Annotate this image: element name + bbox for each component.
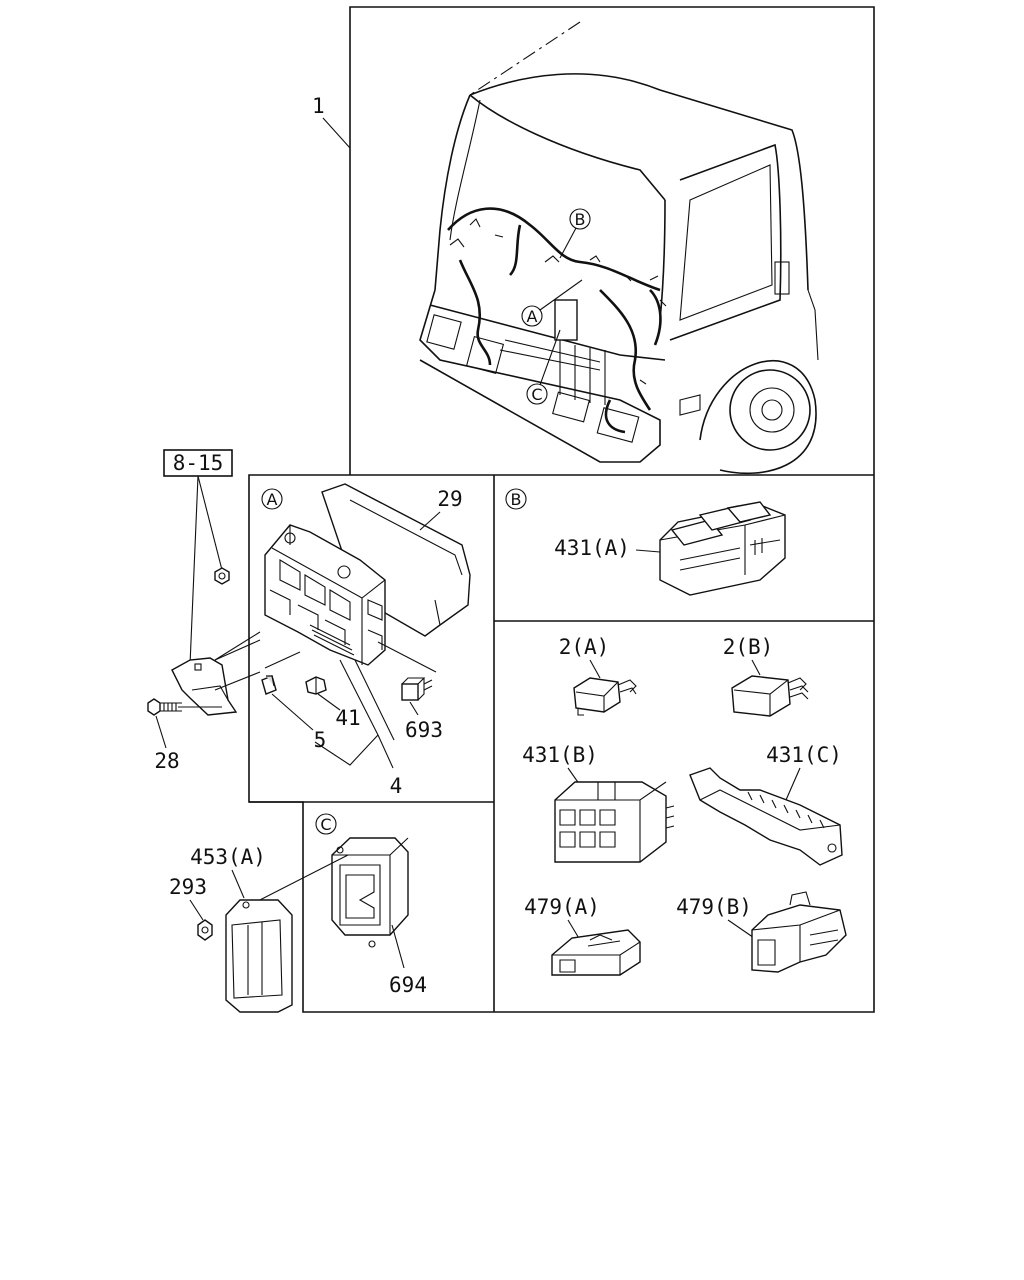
connector-431b xyxy=(554,781,675,863)
label-453a: 453(A) xyxy=(190,845,266,869)
truck-cab-illustration xyxy=(419,21,819,475)
label-693: 693 xyxy=(405,718,443,742)
label-5: 5 xyxy=(314,728,327,752)
connector-479a xyxy=(551,929,641,976)
label-2a: 2(A) xyxy=(559,635,610,659)
module-453a: 453(A) xyxy=(190,845,293,1013)
callout-8-15: 8-15 xyxy=(163,449,233,666)
callout-1: 1 xyxy=(312,94,351,149)
svg-text:A: A xyxy=(527,307,538,326)
panel-b: B 431(A) xyxy=(505,488,786,596)
panel-frames xyxy=(248,6,875,1013)
label-694: 694 xyxy=(389,973,427,997)
label-8-15: 8-15 xyxy=(173,451,224,475)
svg-text:C: C xyxy=(320,815,331,834)
svg-text:A: A xyxy=(267,490,278,509)
label-41: 41 xyxy=(335,706,360,730)
bracket-part xyxy=(171,639,261,716)
panel-a: A 29 41 xyxy=(214,483,471,798)
view-marker-b-truck: B xyxy=(569,208,591,230)
connector-431c xyxy=(689,767,843,866)
bolt-part xyxy=(147,698,222,716)
svg-text:C: C xyxy=(531,385,542,404)
connector-479b xyxy=(751,891,847,973)
view-marker-a-truck: A xyxy=(521,305,543,327)
label-431b: 431(B) xyxy=(522,743,598,767)
label-479b: 479(B) xyxy=(676,895,752,919)
label-431c: 431(C) xyxy=(766,743,842,767)
label-28: 28 xyxy=(154,749,179,773)
label-4: 4 xyxy=(390,774,403,798)
svg-text:B: B xyxy=(511,490,522,509)
relay-2b xyxy=(731,675,809,717)
nut-part xyxy=(214,567,230,585)
connectors-panel: 2(A) 2(B) 431(B) 431(C) xyxy=(522,635,847,976)
label-293: 293 xyxy=(169,875,207,899)
view-marker-c-truck: C xyxy=(526,383,548,405)
svg-text:B: B xyxy=(575,210,586,229)
panel-c: C 694 xyxy=(249,813,427,997)
relay-2a xyxy=(573,677,637,716)
label-2b: 2(B) xyxy=(723,635,774,659)
label-479a: 479(A) xyxy=(524,895,600,919)
label-431a: 431(A) xyxy=(554,536,630,560)
callout-28: 28 xyxy=(154,715,180,773)
nut-293: 293 xyxy=(169,875,213,941)
label-29: 29 xyxy=(437,487,462,511)
label-1: 1 xyxy=(312,94,325,118)
